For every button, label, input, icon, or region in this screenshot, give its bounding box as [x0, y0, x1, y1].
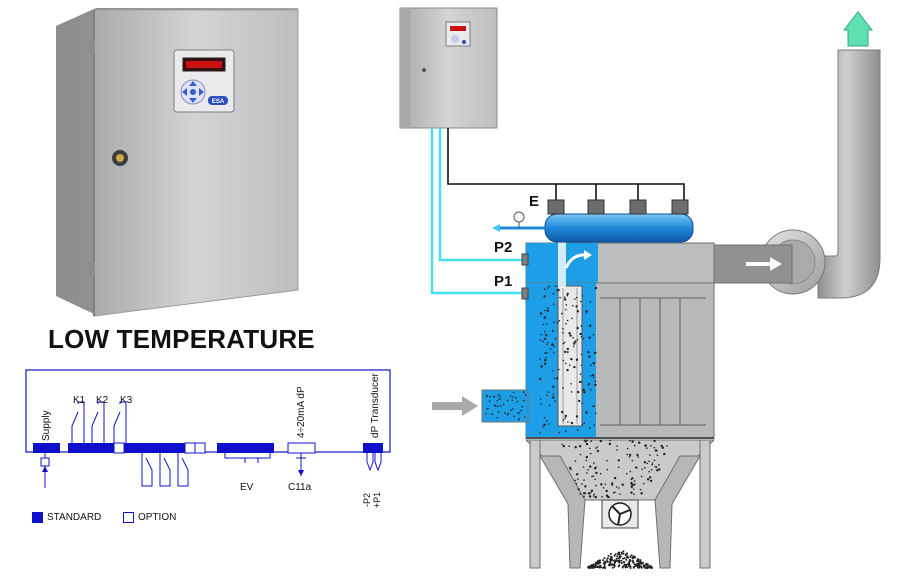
air-manifold: [492, 199, 694, 243]
dirty-air-inlet-arrow-icon: [432, 396, 478, 416]
air-outlet-arrow-icon: [842, 11, 874, 47]
arrow-down-icon: [189, 98, 197, 103]
label-k2: K2: [96, 395, 109, 406]
supply-arrow-icon: [42, 466, 48, 472]
arrow-left-icon: [182, 88, 187, 96]
label-e: E: [529, 193, 539, 210]
sensor-p2: [521, 253, 529, 266]
hopper: [524, 439, 716, 569]
label-k1: K1: [73, 395, 86, 406]
inlet-duct: [481, 389, 529, 423]
terminal-relays: [68, 443, 114, 453]
label-ev: EV: [240, 482, 254, 493]
standard-swatch: [32, 512, 43, 523]
p1-pressure-tube: [430, 128, 526, 295]
dust-pile: [587, 550, 653, 569]
terminal-ev: [217, 443, 274, 453]
label-p2: P2: [494, 239, 512, 256]
label-p1: P1: [494, 273, 512, 290]
terminal-outputs: [137, 443, 185, 453]
legend-standard: STANDARD: [32, 512, 101, 523]
p2-pressure-tube: [438, 128, 526, 262]
page-heading: LOW TEMPERATURE: [48, 324, 315, 354]
pressure-gauge-icon: [513, 211, 525, 223]
label-plus-p1: +P1: [372, 492, 382, 508]
terminal-analog: [287, 442, 316, 454]
terminal-transducer: [363, 443, 383, 453]
bag-dust: [539, 285, 598, 434]
label-supply: Supply: [41, 410, 52, 441]
brand-badge-text: ESA: [212, 99, 225, 105]
legend-option: OPTION: [123, 512, 176, 523]
legend-option-label: OPTION: [138, 512, 177, 523]
inlet-dust: [485, 391, 527, 421]
filter-bag: [539, 222, 598, 434]
exhaust-stack: [817, 11, 881, 299]
label-k3: K3: [120, 395, 133, 406]
legend-standard-label: STANDARD: [47, 512, 102, 523]
arrow-right-icon: [199, 88, 204, 96]
terminal-supply: [33, 443, 60, 453]
control-cabinet-small: [399, 7, 498, 129]
label-minus-p2: -P2: [362, 493, 372, 507]
option-swatch: [123, 512, 134, 523]
wiring-diagram: Supply K1 K2 K3 4÷20mA dP dP Transducer …: [25, 369, 391, 508]
label-analog: 4÷20mA dP: [296, 386, 307, 438]
label-transducer: dP Transducer: [370, 372, 381, 438]
cabinet-lock-icon: [112, 150, 128, 166]
wiring-box: [25, 369, 391, 453]
label-c11a: C11a: [288, 482, 312, 493]
pulse-jet-arrow-icon: [584, 250, 592, 260]
hopper-dust: [561, 439, 668, 499]
rotary-valve-icon: [608, 502, 632, 526]
transducer-ports-icon: [366, 453, 382, 472]
c11a-arrow-icon: [298, 470, 304, 476]
controller-display: [186, 61, 222, 68]
air-inlet-arrow-icon: [492, 224, 500, 232]
solenoid-valves: [547, 199, 689, 215]
arrow-up-icon: [189, 81, 197, 86]
solenoid-cable: [447, 128, 685, 204]
control-cabinet-large: ESA: [56, 8, 299, 317]
brand-badge: [208, 96, 228, 105]
navigation-keypad: [180, 79, 206, 105]
sensor-p1: [521, 287, 529, 300]
duct-flow-arrow-icon: [746, 257, 782, 271]
controller-panel: ESA: [173, 49, 235, 113]
filter-housing: [525, 242, 715, 439]
